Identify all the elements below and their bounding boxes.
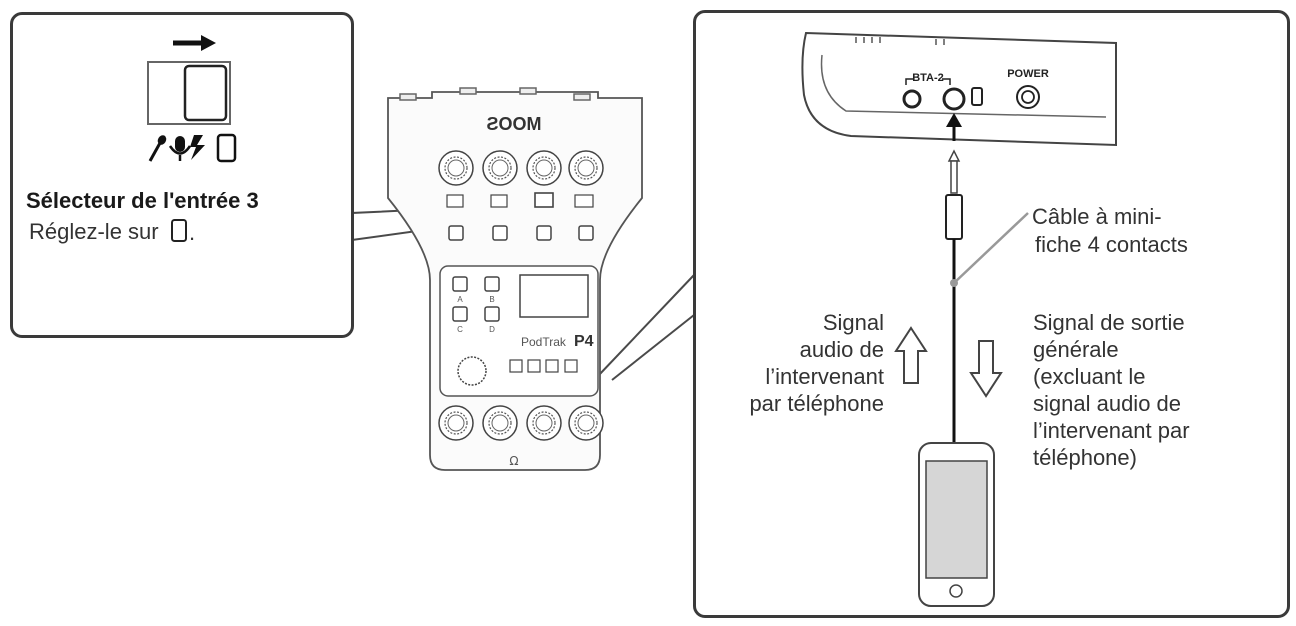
jack-label: BTA-2 xyxy=(912,72,944,84)
signal-in-line: l’intervenant xyxy=(765,364,884,389)
connection-illustration: BTA-2 POWER xyxy=(801,31,1117,607)
mini-plug xyxy=(945,149,963,240)
signal-out-arrow xyxy=(969,340,1003,398)
signal-out-line: signal audio de xyxy=(1033,391,1182,416)
signal-in-line: Signal xyxy=(822,310,884,335)
selector-title: Sélecteur de l'entrée 3 xyxy=(26,188,259,213)
mini-jack-2 xyxy=(942,87,966,111)
connection-callout: BTA-2 POWER xyxy=(693,10,1290,618)
smartphone-icon: . xyxy=(170,219,195,245)
signal-in-line: audio de xyxy=(799,337,884,362)
signal-out-line: l’intervenant par xyxy=(1033,418,1190,443)
smartphone-icon xyxy=(971,87,983,106)
signal-in-line: par téléphone xyxy=(749,391,884,416)
signal-in-arrow xyxy=(894,326,928,384)
selector-instruction-text: Réglez-le sur xyxy=(29,219,159,244)
switch-icon xyxy=(147,61,231,125)
mic-icon xyxy=(148,135,167,162)
input-selector-callout: Sélecteur de l'entrée 3 Réglez-le sur . xyxy=(10,12,354,338)
power-button xyxy=(1016,85,1040,109)
arrow-right-icon xyxy=(173,35,216,51)
smartphone xyxy=(918,442,995,607)
cable-label-line2: fiche 4 contacts xyxy=(1035,232,1188,257)
arrow-up-icon xyxy=(946,113,962,141)
selector-instruction: Réglez-le sur . xyxy=(29,218,195,245)
svg-text:.: . xyxy=(189,220,195,244)
signal-out-line: téléphone) xyxy=(1033,445,1137,470)
mini-jack-1 xyxy=(902,89,922,109)
selector-illustration xyxy=(147,35,237,163)
smartphone-icon xyxy=(216,133,237,163)
power-label: POWER xyxy=(1007,68,1049,80)
signal-out-line: Signal de sortie xyxy=(1033,310,1185,335)
signal-out-line: (excluant le xyxy=(1033,364,1146,389)
signal-out-line: générale xyxy=(1033,337,1119,362)
headset-mic-icon xyxy=(168,135,205,161)
cable-label-line1: Câble à mini- xyxy=(1032,204,1162,229)
